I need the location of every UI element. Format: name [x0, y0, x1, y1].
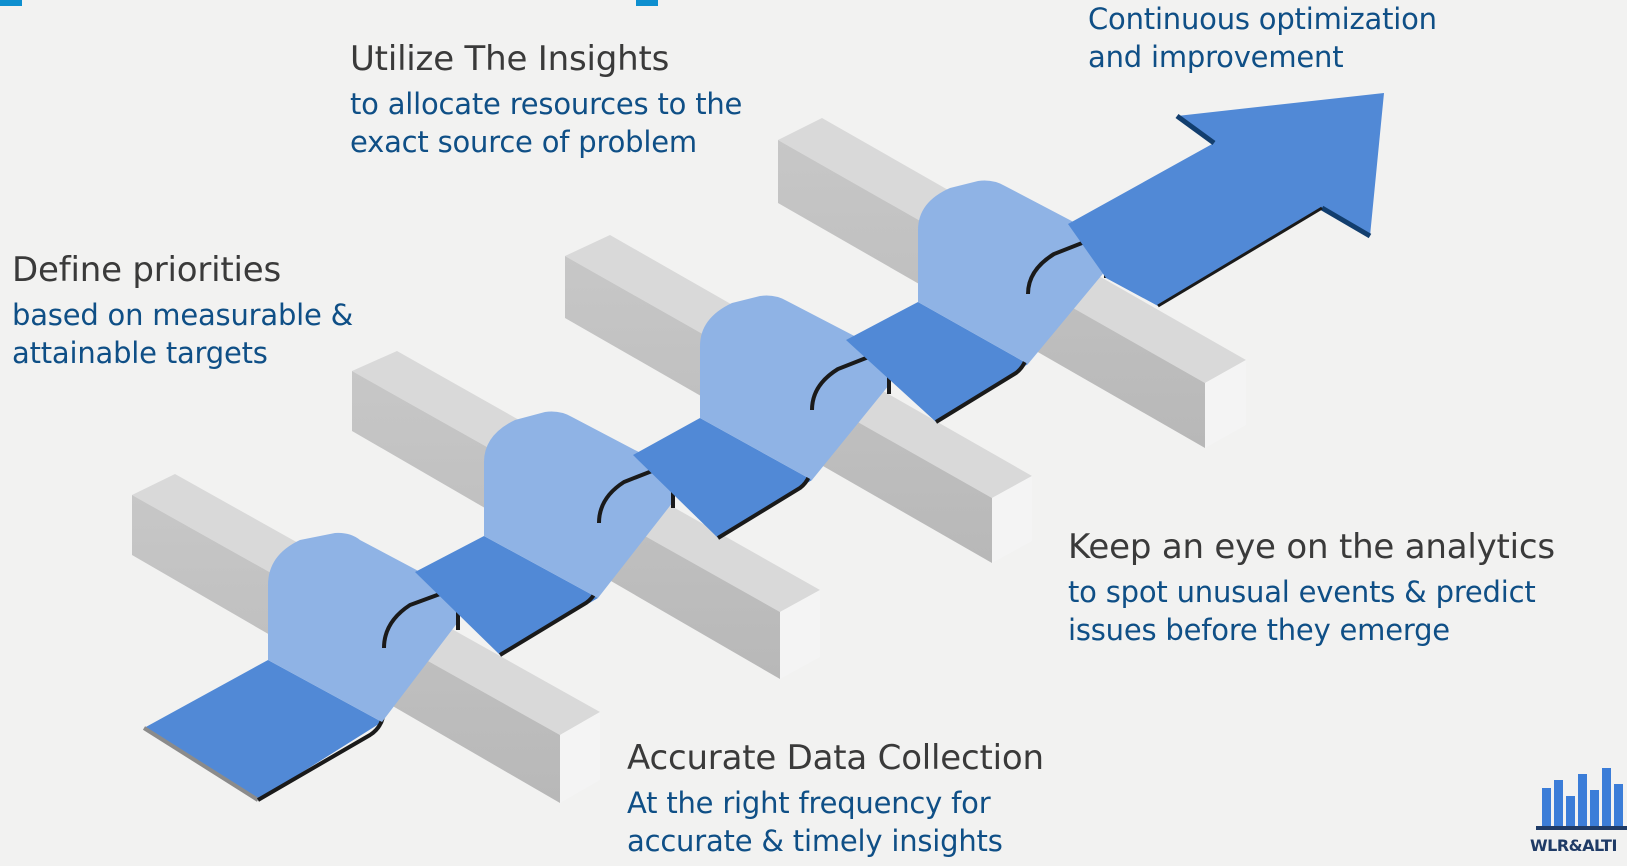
logo-wordmark: WLR&ALTI	[1530, 836, 1617, 855]
step-heading: Utilize The Insights	[350, 39, 670, 79]
title-remnant	[0, 0, 690, 8]
step-description: to spot unusual events & predict issues …	[1068, 575, 1536, 647]
company-logo: WLR&ALTI	[1524, 760, 1627, 866]
step-define-priorities: Define priorities based on measurable & …	[12, 250, 353, 372]
step-accurate-data-collection: Accurate Data Collection At the right fr…	[627, 738, 1044, 860]
ribbon-arrow	[1068, 93, 1384, 308]
step-description: based on measurable & attainable targets	[12, 298, 354, 370]
step-heading: Define priorities	[12, 250, 282, 290]
step-continuous-optimization: Continuous optimization and improvement	[1088, 0, 1437, 76]
step-heading: Accurate Data Collection	[627, 738, 1044, 778]
step-description: to allocate resources to the exact sourc…	[350, 87, 743, 159]
step-description: At the right frequency for accurate & ti…	[627, 786, 1003, 858]
step-description: Continuous optimization and improvement	[1088, 2, 1437, 74]
logo-bars-icon	[1536, 768, 1627, 830]
step-keep-eye-analytics: Keep an eye on the analytics to spot unu…	[1068, 527, 1555, 649]
step-utilize-insights: Utilize The Insights to allocate resourc…	[350, 39, 742, 161]
step-heading: Keep an eye on the analytics	[1068, 527, 1555, 567]
